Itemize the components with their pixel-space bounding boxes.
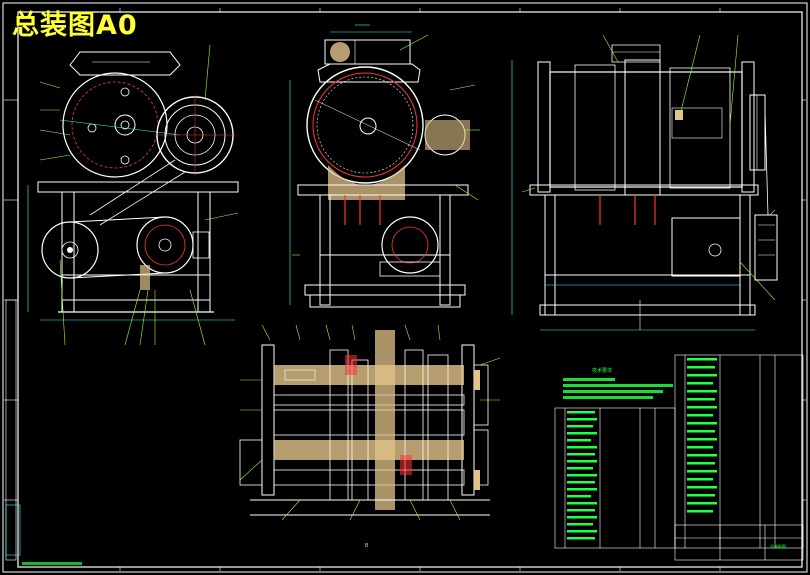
side-view <box>289 24 480 308</box>
inner-frame <box>17 11 803 568</box>
tech-requirements-heading: 技术要求 <box>592 367 612 374</box>
footer-strip <box>22 562 82 565</box>
section-label: B <box>365 543 369 549</box>
tech-requirements: 技术要求 <box>563 367 673 399</box>
corner-box <box>5 504 21 556</box>
drawing-title: 总装图A0 <box>12 10 138 41</box>
parts-list-rows <box>567 358 717 540</box>
right-view <box>511 34 778 331</box>
section-view <box>239 324 501 521</box>
front-view <box>27 44 239 346</box>
side-strip <box>5 299 17 561</box>
parts-list <box>554 354 804 561</box>
drawing-title-block: 总装配图 <box>770 543 786 549</box>
